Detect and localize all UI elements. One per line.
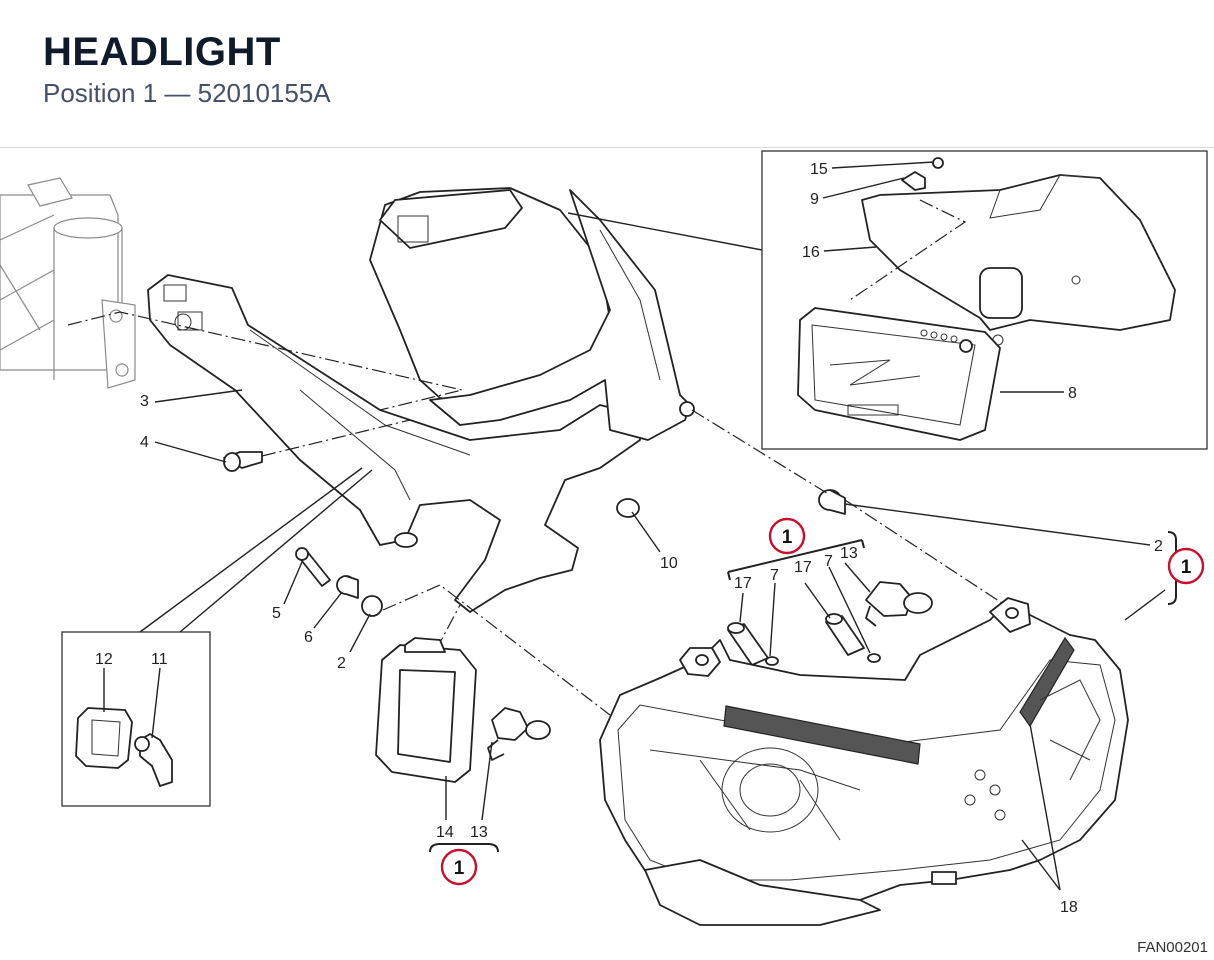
instrument-fairing	[369, 187, 695, 441]
headlight-support-bracket	[147, 274, 641, 613]
callout-10: 10	[660, 555, 678, 572]
headlight-assembly	[599, 597, 1129, 926]
sidelight-bulb	[487, 707, 551, 761]
callout-2-right: 2	[1154, 538, 1163, 555]
header-divider	[0, 147, 1214, 148]
page-subtitle: Position 1 — 52010155A	[43, 78, 331, 108]
callout-2-left: 2	[337, 655, 346, 672]
callout-9: 9	[810, 191, 819, 208]
callout-13-headlight: 13	[840, 545, 858, 562]
sidelight-group-brace	[429, 843, 499, 853]
callout-14: 14	[436, 824, 454, 841]
sidelight-inset-box	[61, 631, 211, 807]
callout-18: 18	[1060, 899, 1078, 916]
callout-leaders	[103, 161, 1166, 891]
callout-8: 8	[1068, 385, 1077, 402]
callout-13-sidelight: 13	[470, 824, 488, 841]
frame-ghost	[0, 177, 136, 389]
bracket-fasteners	[223, 451, 846, 617]
callout-17-right: 17	[794, 559, 812, 576]
bulb-group-brace	[727, 539, 865, 581]
callout-4: 4	[140, 434, 149, 451]
callout-7-right: 7	[824, 553, 833, 570]
svg-text:1: 1	[1181, 557, 1192, 578]
position-badge-right: 1	[1167, 547, 1205, 585]
svg-text:1: 1	[782, 527, 793, 548]
position-badge-bulbs: 1	[768, 517, 806, 555]
callout-11: 11	[151, 651, 168, 668]
sidelight-housing	[375, 637, 477, 783]
callout-3: 3	[140, 393, 149, 410]
inset-leader	[139, 467, 373, 633]
callout-12: 12	[95, 651, 113, 668]
page-title: HEADLIGHT	[43, 30, 281, 74]
position-badge-sidelight: 1	[440, 848, 478, 886]
callout-16: 16	[802, 244, 820, 261]
callout-6: 6	[304, 629, 313, 646]
bulb-holders	[727, 581, 933, 666]
callout-15: 15	[810, 161, 828, 178]
instrument-inset-box	[761, 150, 1208, 450]
callout-7-left: 7	[770, 567, 779, 584]
callout-17-left: 17	[734, 575, 752, 592]
drawing-code: FAN00201	[1137, 939, 1208, 956]
svg-text:1: 1	[454, 858, 465, 879]
callout-5: 5	[272, 605, 281, 622]
inset-leader	[567, 212, 763, 251]
